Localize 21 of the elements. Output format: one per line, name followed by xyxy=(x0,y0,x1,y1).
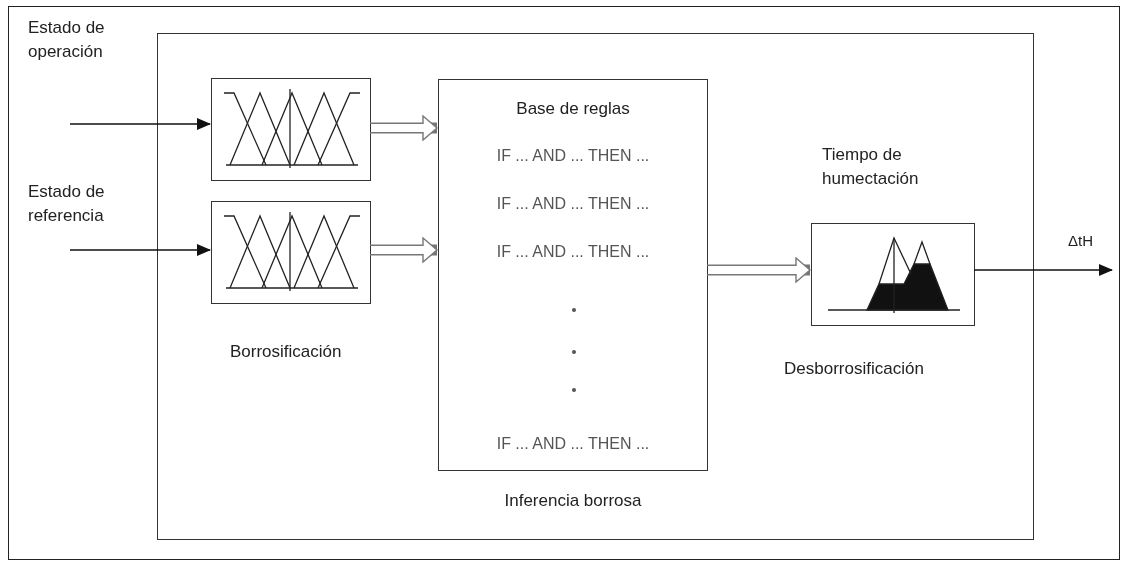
rule-text: IF ... AND ... THEN ... xyxy=(495,434,651,454)
fuzzifier-box xyxy=(211,201,371,304)
hollow-arrow xyxy=(370,237,438,263)
arrow xyxy=(69,118,211,130)
rule-text: IF ... AND ... THEN ... xyxy=(495,194,651,214)
text-label: Estado de operación xyxy=(28,17,106,63)
arrow xyxy=(69,244,211,256)
rule-text: IF ... AND ... THEN ... xyxy=(495,242,651,262)
rule-text: IF ... AND ... THEN ... xyxy=(495,146,651,166)
text-label: Estado de referencia xyxy=(28,181,106,227)
system-box xyxy=(157,33,1034,540)
fuzzifier-box xyxy=(211,78,371,181)
block-caption: Inferencia borrosa xyxy=(503,490,643,512)
text-label: Tiempo de humectación xyxy=(822,144,920,190)
hollow-arrow xyxy=(707,257,811,283)
defuzzifier-box xyxy=(811,223,975,326)
text-label: Borrosificación xyxy=(230,341,343,363)
arrow xyxy=(973,264,1113,276)
box-title: Base de reglas xyxy=(515,98,631,120)
hollow-arrow xyxy=(370,115,438,141)
text-label: Desborrosificación xyxy=(784,358,925,380)
